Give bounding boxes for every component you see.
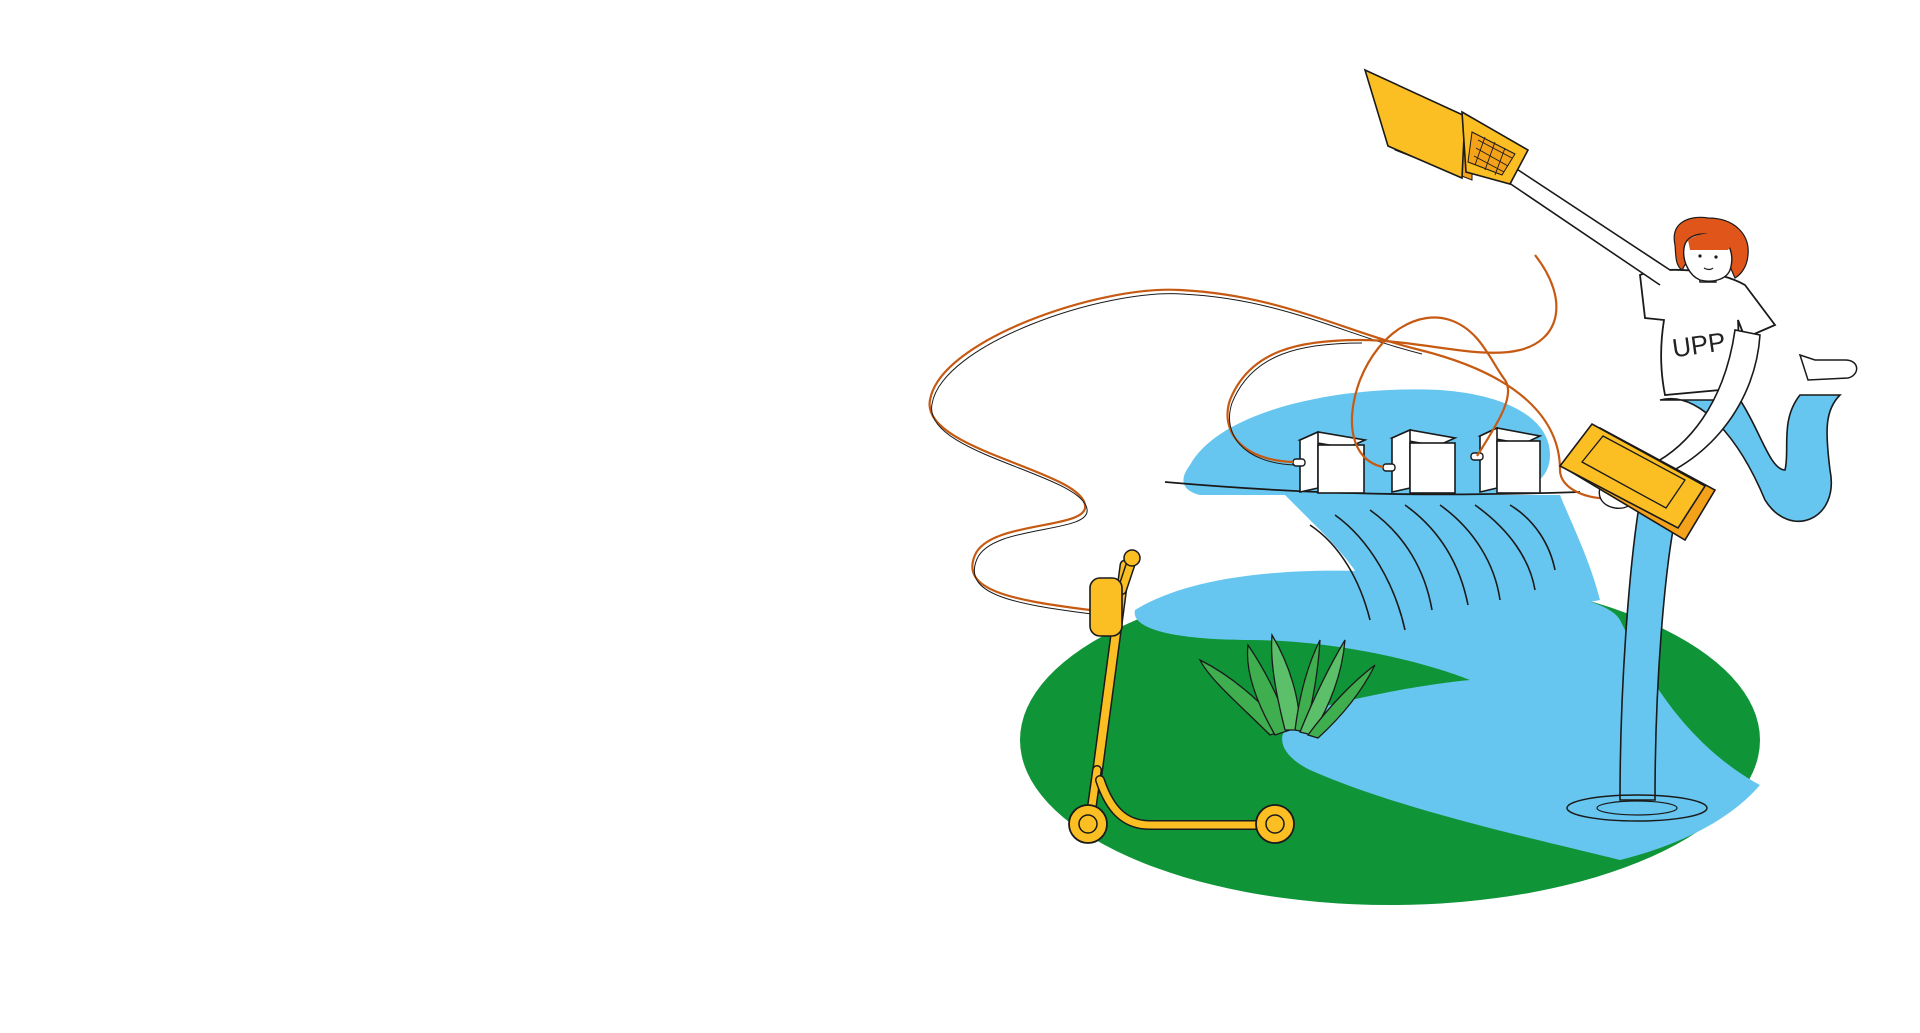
woman-character: UPP: [1488, 156, 1858, 822]
shirt-text: UPP: [1670, 326, 1727, 363]
waterfall: [1285, 495, 1600, 640]
server-1: [1297, 430, 1368, 494]
raised-arm: [1488, 156, 1671, 286]
kick-scooter: [1068, 549, 1295, 844]
plant: [1198, 632, 1376, 739]
tablet: [1558, 422, 1717, 542]
cables: [928, 254, 1611, 615]
servers: [1292, 426, 1543, 494]
island-water: [1183, 389, 1550, 495]
standing-leg: [1619, 499, 1679, 801]
bent-leg: [1659, 394, 1842, 523]
head: [1673, 216, 1749, 282]
sneaker: [1798, 353, 1858, 381]
river: [1134, 570, 1760, 860]
flying-laptop: [1363, 68, 1530, 185]
server-2: [1389, 428, 1458, 494]
